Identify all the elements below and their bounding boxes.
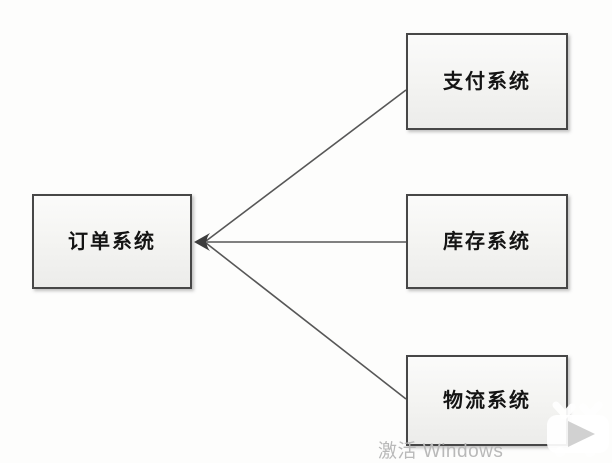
arrowhead-icon [194, 233, 210, 251]
diagram-node-payment: 支付系统 [406, 33, 568, 130]
node-label-logistics: 物流系统 [443, 389, 531, 412]
tv-antenna-icon [552, 401, 603, 420]
node-label-order: 订单系统 [68, 230, 156, 253]
connector-payment-to-order [205, 89, 407, 242]
node-label-payment: 支付系统 [443, 70, 531, 93]
connector-logistics-to-order [205, 242, 407, 400]
tv-play-icon[interactable] [541, 398, 612, 461]
node-label-inventory: 库存系统 [443, 230, 531, 253]
diagram-node-inventory: 库存系统 [406, 194, 568, 289]
play-triangle-icon [568, 421, 595, 447]
diagram-node-order: 订单系统 [32, 194, 192, 289]
windows-activation-watermark: 激活 Windows [378, 441, 504, 462]
diagram-node-logistics: 物流系统 [406, 355, 568, 446]
